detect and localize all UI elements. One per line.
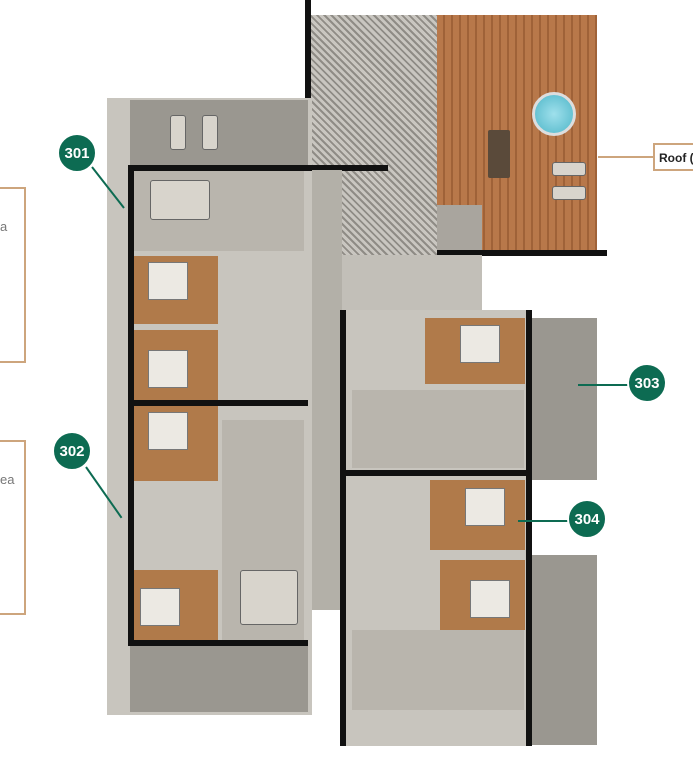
bed bbox=[148, 262, 188, 300]
roof-label: Roof ( bbox=[653, 143, 693, 171]
wall bbox=[305, 0, 311, 100]
bed bbox=[148, 350, 188, 388]
callout-line bbox=[518, 520, 570, 522]
living-room bbox=[352, 630, 524, 710]
unit-label: 304 bbox=[574, 510, 600, 528]
unit-marker-304[interactable]: 304 bbox=[567, 499, 607, 539]
sofa bbox=[240, 570, 298, 625]
dining-table bbox=[488, 130, 510, 178]
bed bbox=[140, 588, 180, 626]
balcony bbox=[532, 318, 597, 480]
balcony bbox=[532, 555, 597, 745]
wall bbox=[340, 310, 346, 746]
stairwell bbox=[342, 255, 482, 315]
bed bbox=[460, 325, 500, 363]
roof-label-text: Roof ( bbox=[659, 151, 693, 165]
wall bbox=[526, 310, 532, 746]
callout-line bbox=[578, 384, 630, 386]
lounger bbox=[170, 115, 186, 150]
wall bbox=[128, 400, 308, 406]
bed bbox=[148, 412, 188, 450]
bed bbox=[470, 580, 510, 618]
sofa bbox=[150, 180, 210, 220]
unit-marker-302[interactable]: 302 bbox=[52, 431, 92, 471]
wall bbox=[128, 165, 134, 646]
unit-marker-301[interactable]: 301 bbox=[57, 133, 97, 173]
lounger bbox=[202, 115, 218, 150]
unit-label: 301 bbox=[64, 144, 90, 162]
lounger bbox=[552, 186, 586, 200]
living-room bbox=[352, 390, 524, 468]
unit-marker-303[interactable]: 303 bbox=[627, 363, 667, 403]
wall bbox=[437, 250, 607, 256]
roof-bathroom bbox=[437, 205, 482, 250]
description-box-1: a bbox=[0, 187, 26, 363]
callout-line bbox=[598, 156, 654, 158]
corridor bbox=[312, 170, 342, 610]
lounger bbox=[552, 162, 586, 176]
description-text: a bbox=[0, 219, 8, 234]
wall bbox=[128, 640, 308, 646]
description-text: ea bbox=[0, 472, 15, 487]
wall bbox=[128, 165, 388, 171]
bed bbox=[465, 488, 505, 526]
balcony bbox=[130, 646, 308, 712]
wall bbox=[340, 470, 532, 476]
unit-label: 303 bbox=[634, 374, 660, 392]
unit-label: 302 bbox=[59, 442, 85, 460]
description-box-2: ea bbox=[0, 440, 26, 615]
balcony bbox=[130, 100, 308, 165]
hot-tub bbox=[532, 92, 576, 136]
